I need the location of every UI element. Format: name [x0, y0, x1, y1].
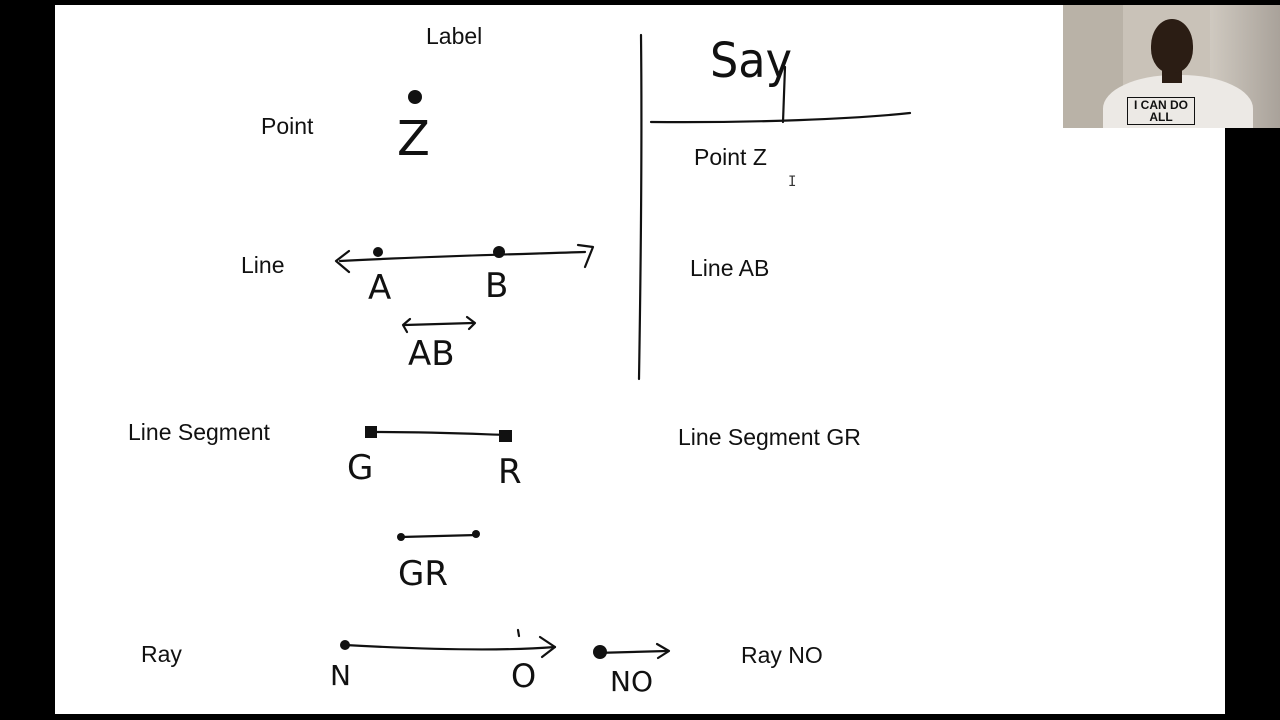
text-cursor-icon: I: [788, 174, 796, 190]
ray-point-n-dot: [340, 640, 350, 650]
line-notation-label: AB: [408, 334, 455, 374]
point-z-letter: Z: [397, 111, 430, 167]
ray-tick: [518, 630, 519, 636]
ray-notation-start-dot: [593, 645, 607, 659]
say-heading-hand: Say: [710, 33, 792, 89]
segment-notation-right-dot: [472, 530, 480, 538]
segment-gr: [370, 432, 507, 435]
ray-point-o-label: O: [511, 657, 536, 695]
line-point-b-label: B: [485, 266, 508, 306]
segment-point-r-label: R: [498, 452, 522, 492]
segment-point-g-dot: [365, 426, 377, 438]
segment-notation-label: GR: [398, 554, 448, 594]
ray-notation-label: NO: [610, 665, 653, 698]
line-point-a-label: A: [368, 268, 391, 308]
say-underline: [651, 113, 910, 122]
webcam-overlay: I CAN DO ALL: [1063, 5, 1280, 128]
ray-no: [345, 645, 555, 649]
segment-notation-bar: [401, 535, 477, 537]
webcam-presenter-head: [1151, 19, 1193, 73]
point-z-dot: [408, 90, 422, 104]
line-point-b-dot: [493, 246, 505, 258]
webcam-shirt-text: I CAN DO ALL: [1127, 97, 1195, 125]
whiteboard: Label Point Line Line Segment Ray Point …: [55, 5, 1225, 714]
handwriting-layer: Say Z A B AB G R GR N O NO: [55, 5, 1225, 714]
ray-point-n-label: N: [330, 659, 351, 692]
line-notation-bar: [405, 323, 473, 325]
segment-point-r-dot: [499, 430, 512, 442]
segment-notation-left-dot: [397, 533, 405, 541]
line-point-a-dot: [373, 247, 383, 257]
column-divider: [639, 35, 641, 379]
segment-point-g-label: G: [347, 448, 373, 488]
line-right-arrowhead: [578, 245, 593, 267]
